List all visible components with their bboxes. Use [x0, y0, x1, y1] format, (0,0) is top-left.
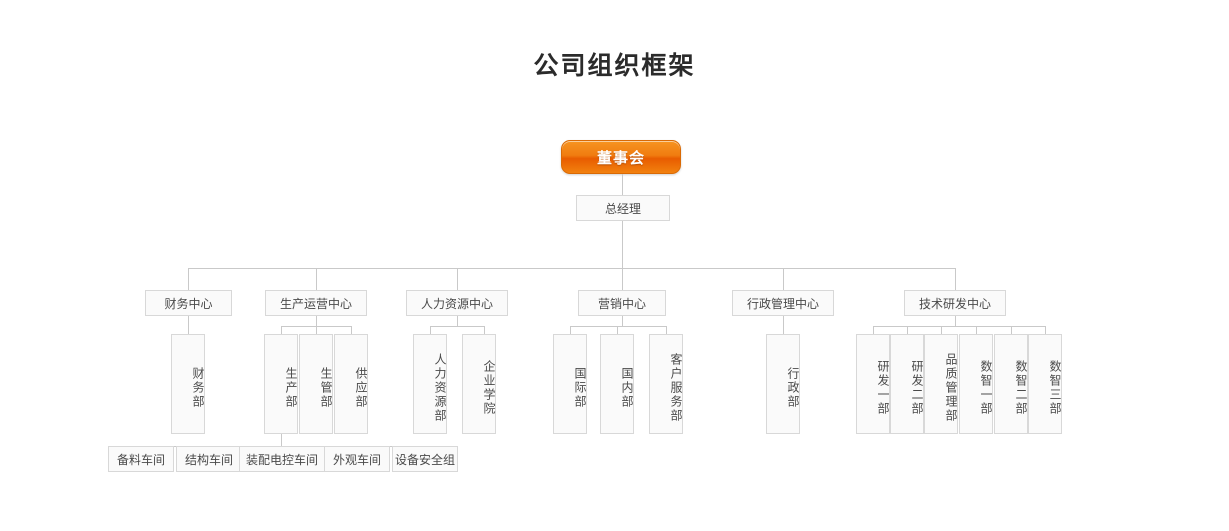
connector-bus-to-marketing	[622, 268, 623, 290]
connector-hr-stem	[457, 316, 458, 326]
connector-hr-to-academy	[484, 326, 485, 334]
node-general-manager[interactable]: 总经理	[576, 195, 670, 221]
connector-finance-to-dept	[188, 316, 189, 334]
connector-production-dept-to-workshops	[281, 434, 282, 446]
connector-bus-to-hr	[457, 268, 458, 290]
connector-rnd-stem	[955, 316, 956, 326]
node-dept-finance[interactable]: 财务部	[171, 334, 205, 434]
node-center-production[interactable]: 生产运营中心	[265, 290, 367, 316]
connector-production-to-supply	[351, 326, 352, 334]
node-center-marketing[interactable]: 营销中心	[578, 290, 666, 316]
node-center-rnd[interactable]: 技术研发中心	[904, 290, 1006, 316]
node-dept-human-resources[interactable]: 人力资源部	[413, 334, 447, 434]
node-dept-quality-management[interactable]: 品质管理部	[924, 334, 958, 434]
node-workshop-equipment-safety[interactable]: 设备安全组	[392, 446, 458, 472]
connector-marketing-bar	[570, 326, 666, 327]
connector-marketing-stem	[622, 316, 623, 326]
node-center-admin[interactable]: 行政管理中心	[732, 290, 834, 316]
node-workshop-assembly-electrical[interactable]: 装配电控车间	[239, 446, 325, 472]
connector-bus-to-finance	[188, 268, 189, 290]
node-dept-customer-service[interactable]: 客户服务部	[649, 334, 683, 434]
connector-rnd-bar	[873, 326, 1045, 327]
connector-root-to-gm	[622, 174, 623, 195]
node-workshop-preparation[interactable]: 备料车间	[108, 446, 174, 472]
connector-bus-centers	[188, 268, 956, 269]
node-dept-international[interactable]: 国际部	[553, 334, 587, 434]
node-dept-production[interactable]: 生产部	[264, 334, 298, 434]
node-dept-production-management[interactable]: 生管部	[299, 334, 333, 434]
node-dept-rnd-2[interactable]: 研发二部	[890, 334, 924, 434]
connector-rnd-to-di3	[1045, 326, 1046, 334]
connector-production-to-prod	[281, 326, 282, 334]
page-title: 公司组织框架	[533, 52, 696, 80]
node-center-finance[interactable]: 财务中心	[145, 290, 232, 316]
connector-bus-to-admin	[783, 268, 784, 290]
node-workshop-structure[interactable]: 结构车间	[176, 446, 242, 472]
node-dept-supply[interactable]: 供应部	[334, 334, 368, 434]
connector-marketing-to-service	[666, 326, 667, 334]
connector-admin-to-dept	[783, 316, 784, 334]
node-dept-digital-intelligence-1[interactable]: 数智一部	[959, 334, 993, 434]
connector-gm-to-bus	[622, 221, 623, 268]
connector-hr-bar	[430, 326, 484, 327]
connector-rnd-to-rnd1	[873, 326, 874, 334]
node-center-hr[interactable]: 人力资源中心	[406, 290, 508, 316]
node-dept-digital-intelligence-3[interactable]: 数智三部	[1028, 334, 1062, 434]
node-dept-administration[interactable]: 行政部	[766, 334, 800, 434]
node-dept-digital-intelligence-2[interactable]: 数智二部	[994, 334, 1028, 434]
connector-production-stem	[316, 316, 317, 326]
connector-marketing-to-domestic	[617, 326, 618, 334]
connector-hr-to-hrdept	[430, 326, 431, 334]
connector-marketing-to-intl	[570, 326, 571, 334]
connector-rnd-to-di2	[1011, 326, 1012, 334]
node-workshop-appearance[interactable]: 外观车间	[324, 446, 390, 472]
connector-production-to-prodmgmt	[316, 326, 317, 334]
node-dept-corporate-academy[interactable]: 企业学院	[462, 334, 496, 434]
node-board-of-directors[interactable]: 董事会	[561, 140, 681, 174]
node-dept-rnd-1[interactable]: 研发一部	[856, 334, 890, 434]
connector-bus-to-production	[316, 268, 317, 290]
node-dept-domestic[interactable]: 国内部	[600, 334, 634, 434]
connector-rnd-to-di1	[976, 326, 977, 334]
connector-rnd-to-quality	[941, 326, 942, 334]
connector-rnd-to-rnd2	[907, 326, 908, 334]
connector-bus-to-rnd	[955, 268, 956, 290]
